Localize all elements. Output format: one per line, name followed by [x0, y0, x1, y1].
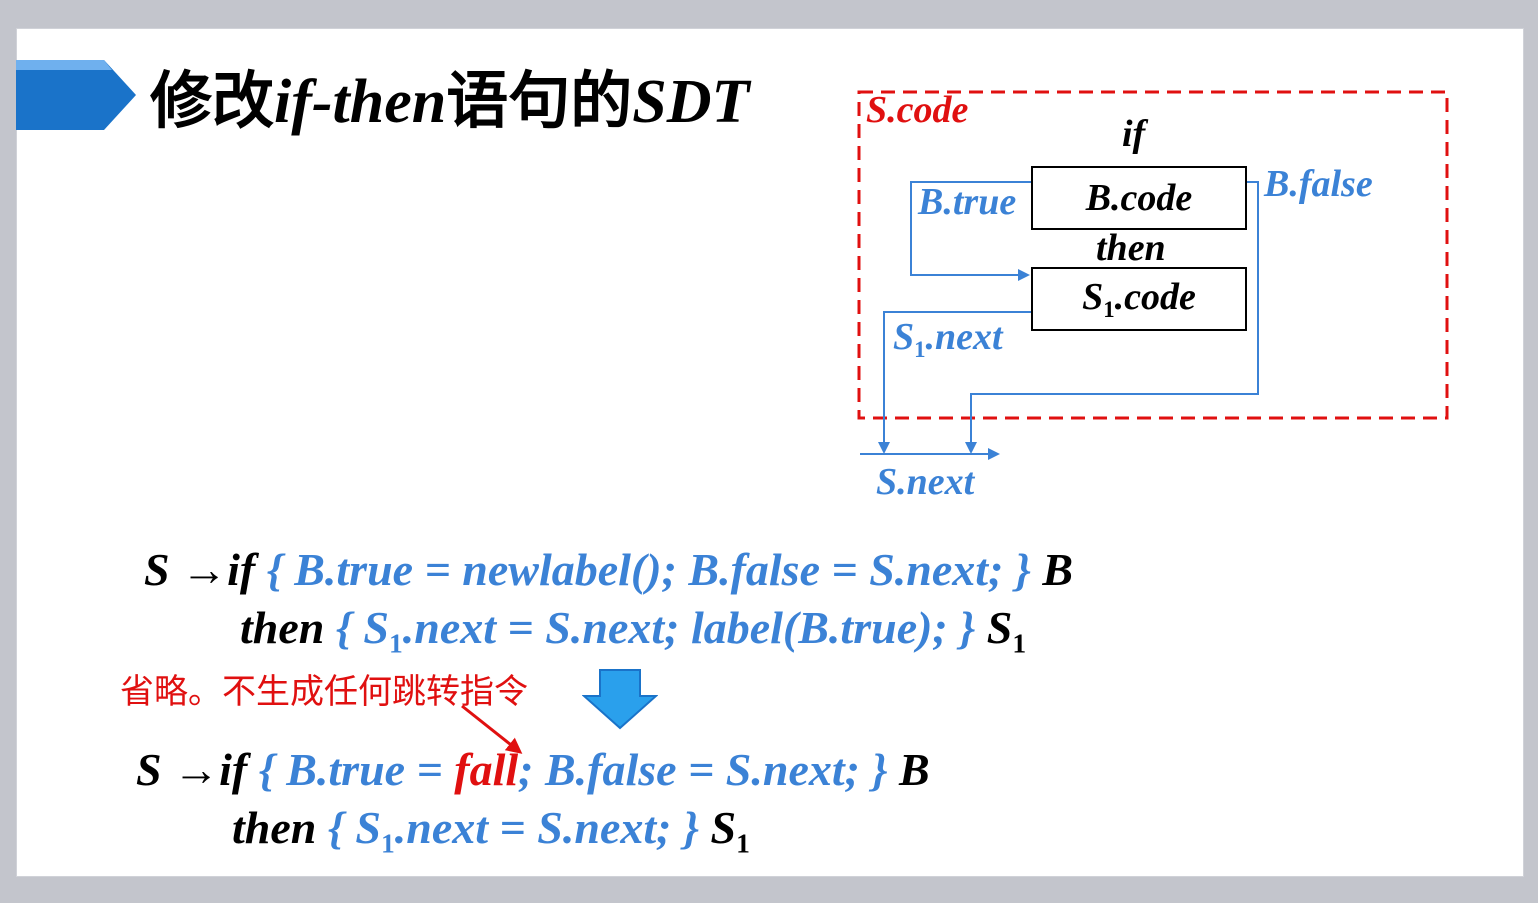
b-false-label: B.false: [1264, 163, 1373, 205]
s1-code-text: S1.code: [1082, 276, 1196, 322]
down-arrow-icon: [582, 669, 658, 730]
title-part-1: 修改: [150, 64, 275, 137]
omit-note: 省略。不生成任何跳转指令: [120, 672, 528, 712]
title-part-2: if-then: [274, 68, 447, 136]
title-part-4: SDT: [632, 68, 750, 136]
title-part-3: 语句的: [446, 64, 633, 137]
title-banner-arrow-icon: [16, 60, 136, 130]
s1-next-label: S1.next: [893, 316, 1003, 362]
b-true-label: B.true: [918, 181, 1017, 223]
b-code-text: B.code: [1085, 177, 1193, 219]
rule1-line2: then { S1.next = S.next; label(B.true); …: [240, 602, 1027, 659]
page-title: 修改if-then语句的SDT: [150, 62, 749, 141]
then-label: then: [1096, 227, 1166, 269]
slide: [16, 28, 1524, 877]
b-true-arrow: [910, 181, 1031, 281]
fall-keyword: fall: [454, 744, 519, 795]
scode-region: [857, 90, 1449, 420]
if-label: if: [1122, 113, 1146, 155]
scode-label: S.code: [866, 89, 969, 131]
s1-next-arrow: [878, 311, 1031, 454]
b-code-box: B.code: [1031, 166, 1247, 230]
rule1-line1: S →if { B.true = newlabel(); B.false = S…: [144, 544, 1074, 595]
s1-code-box: S1.code: [1031, 267, 1247, 331]
rule2-line2: then { S1.next = S.next; } S1: [232, 802, 750, 859]
s-next-label: S.next: [876, 461, 975, 503]
b-false-arrow: [965, 181, 1259, 454]
rule2-line1: S →if { B.true = fall; B.false = S.next;…: [136, 744, 930, 795]
